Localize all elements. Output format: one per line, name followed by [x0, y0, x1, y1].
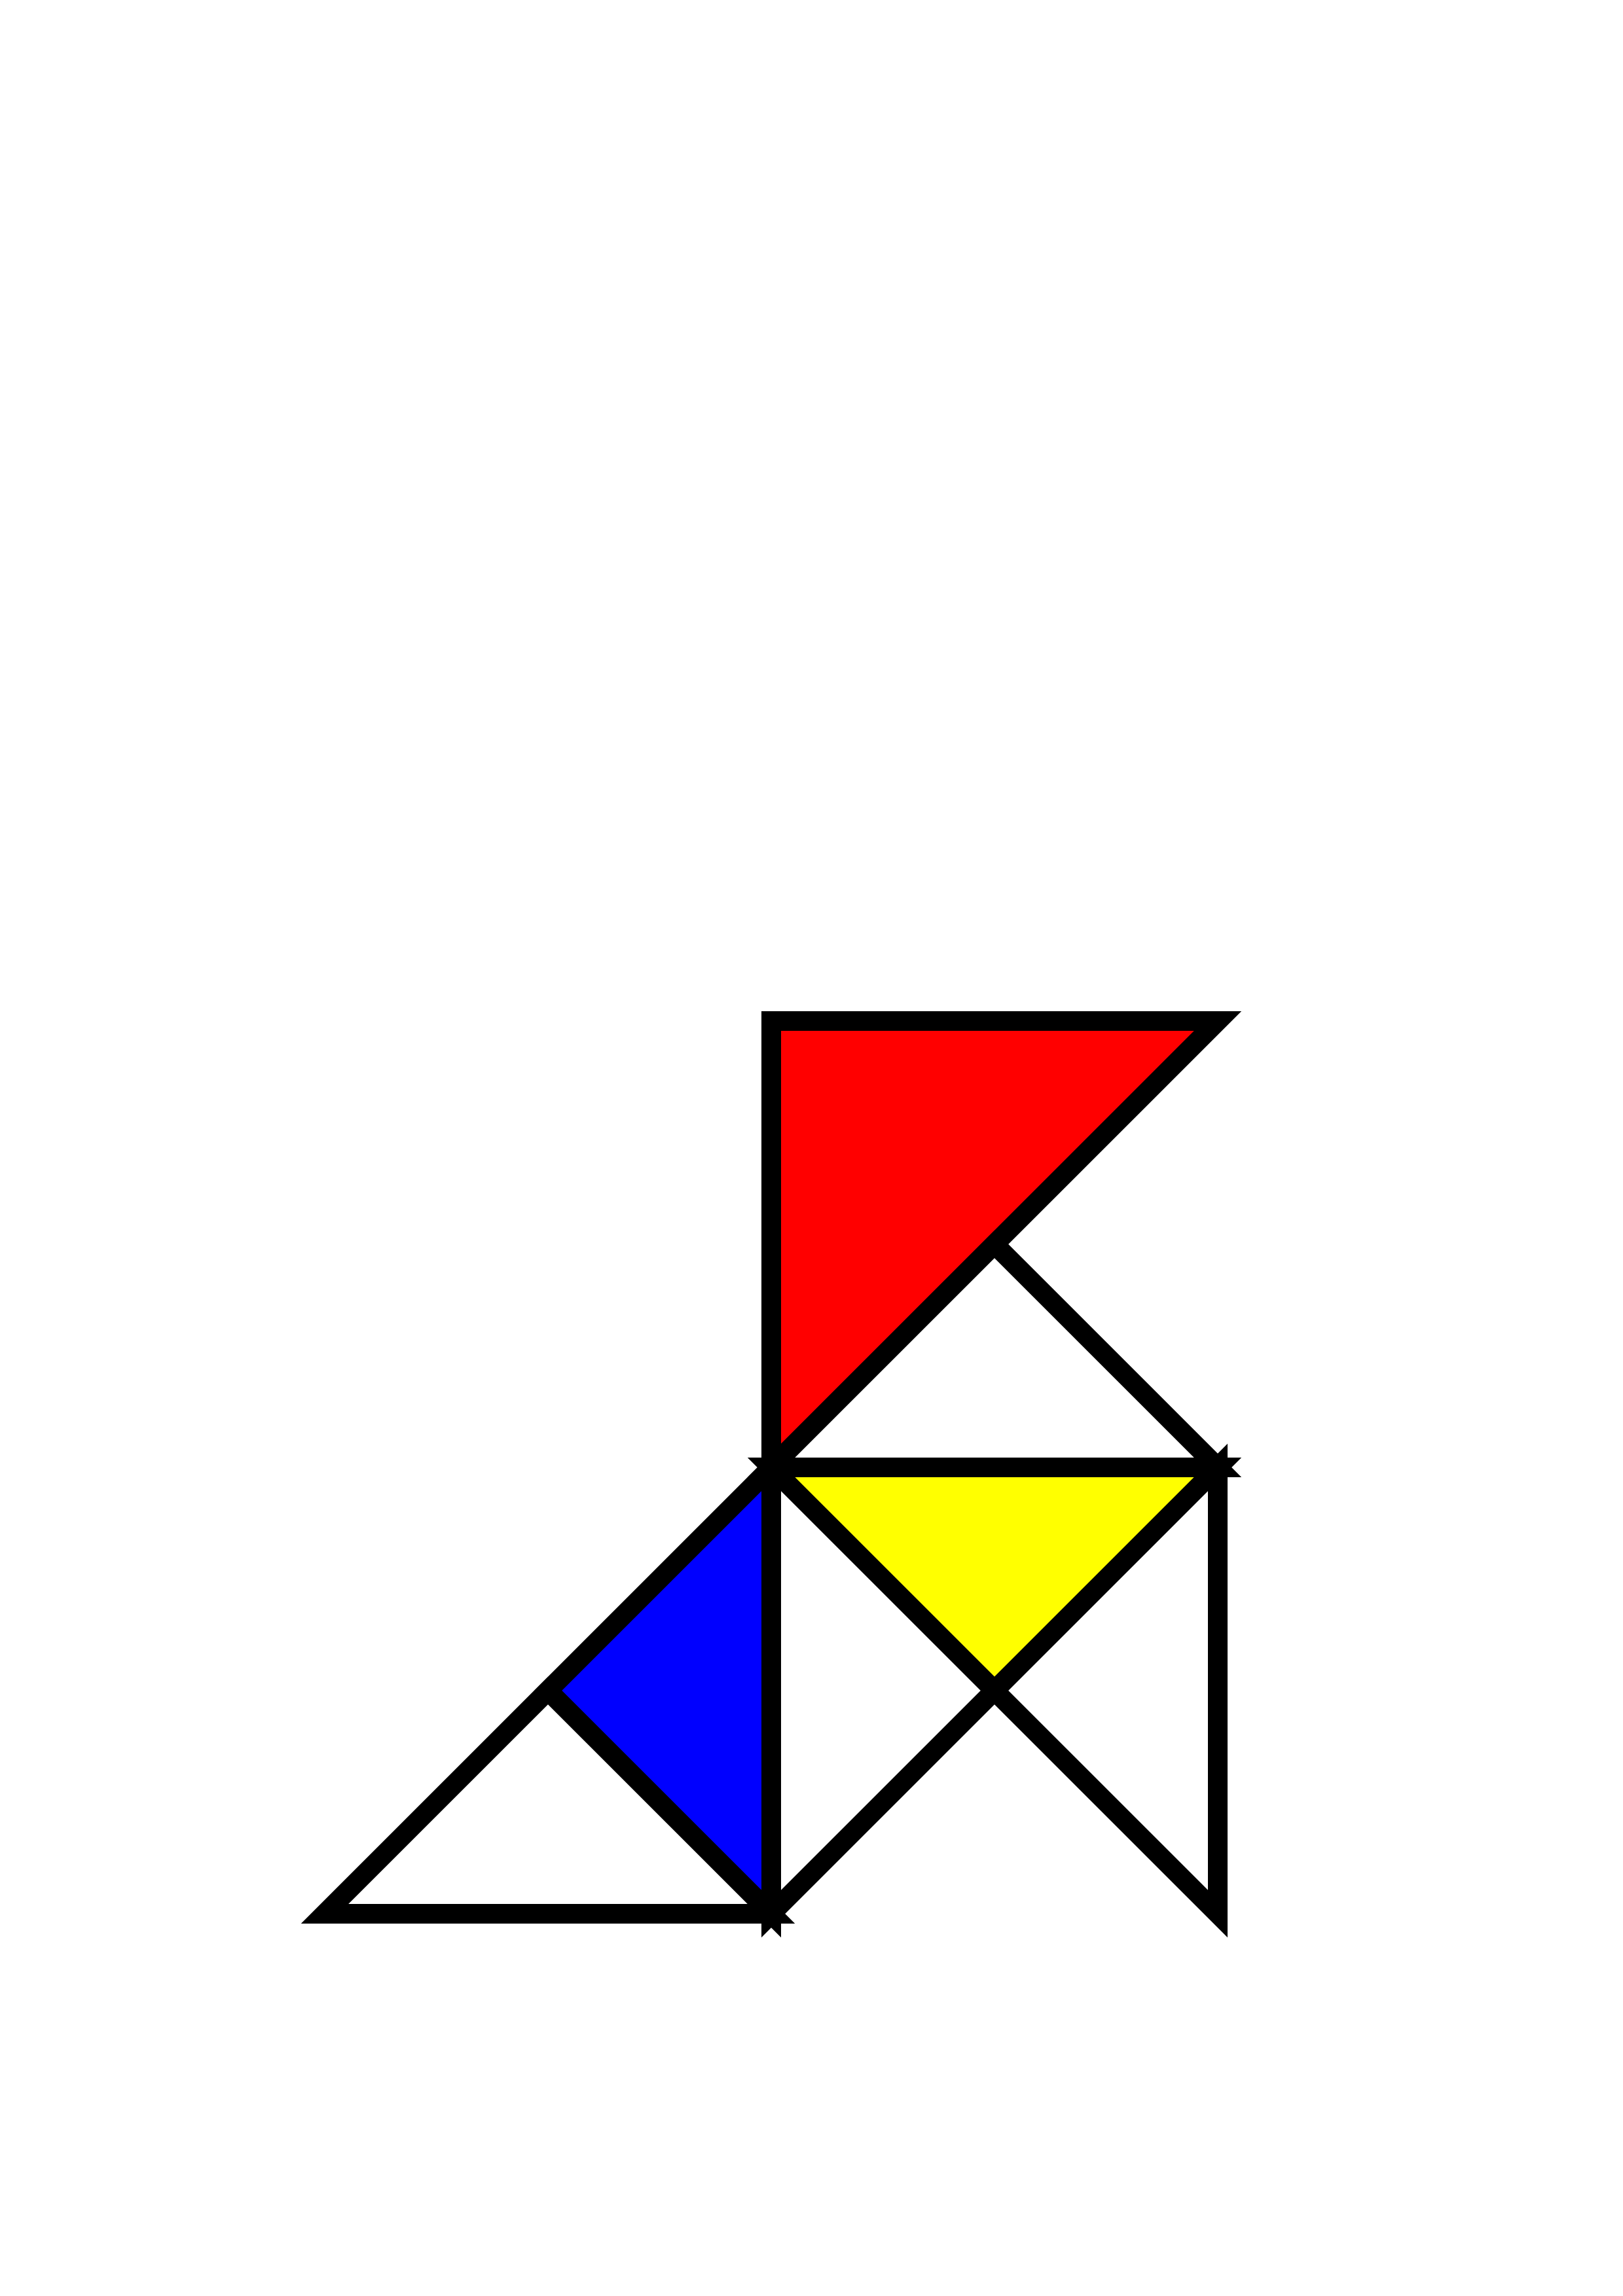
white-right-triangle [980, 1443, 1228, 1938]
tangram-pieces [301, 1011, 1242, 1938]
white-lower-left-triangle [301, 1676, 795, 1924]
